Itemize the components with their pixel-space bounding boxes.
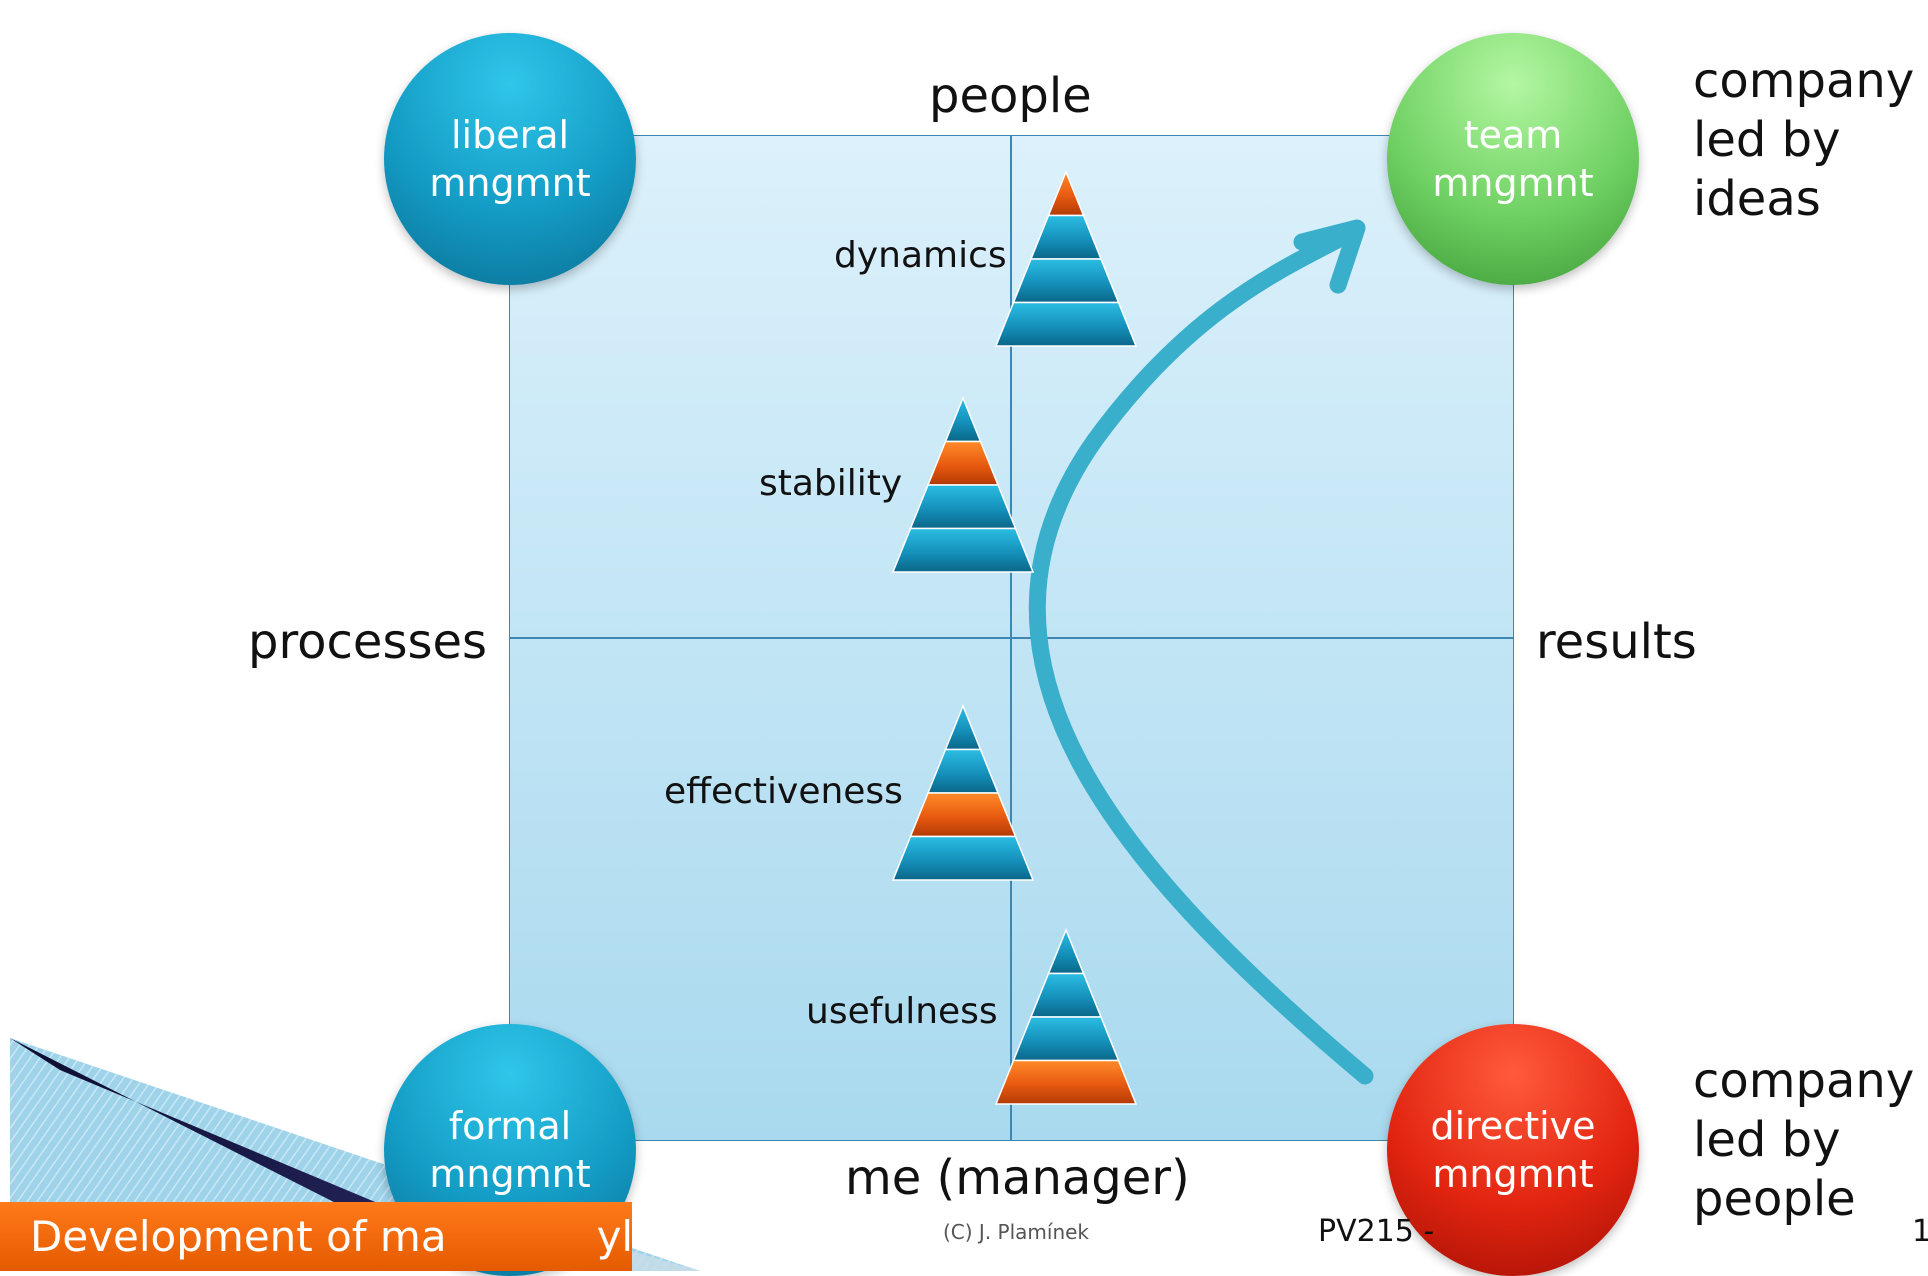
pyramid-level-2 [926, 748, 1000, 794]
pyramid-level-4 [891, 527, 1035, 573]
note-company-led-by-ideas: company led by ideas [1693, 52, 1914, 229]
note-line: company [1693, 1053, 1915, 1109]
pyramid-level-4 [891, 835, 1035, 881]
footer-page-number: 1 [1912, 1214, 1928, 1249]
circle-line1: team [1463, 113, 1563, 157]
pyramid-level-3 [909, 792, 1017, 838]
footer-author: (C) J. Plamínek [943, 1220, 1090, 1244]
slide-title: Development of ma [30, 1212, 447, 1261]
pyramid-level-4 [994, 1059, 1138, 1105]
note-line: led by [1693, 112, 1841, 168]
axis-label-top: people [929, 68, 1092, 124]
note-line: company [1693, 53, 1915, 109]
pyramid-label-stability: stability [759, 463, 903, 504]
pyramid-level-1 [1047, 169, 1085, 217]
circle-line1: liberal [450, 113, 570, 157]
pyramid-label-dynamics: dynamics [834, 235, 1007, 276]
horizontal-axis-line [509, 637, 1514, 639]
slide-title-tail: yle [596, 1212, 632, 1261]
pyramid-level-1 [1047, 927, 1085, 975]
pyramid-label-usefulness: usefulness [806, 991, 998, 1032]
circle-line2: mngmnt [1432, 161, 1594, 205]
circle-line2: mngmnt [429, 161, 591, 205]
circle-line2: mngmnt [1432, 1152, 1594, 1196]
pyramid-dynamics [994, 169, 1138, 347]
circle-team-management: team mngmnt [1387, 33, 1639, 285]
note-company-led-by-people: company led by people [1693, 1052, 1914, 1229]
note-line: people [1693, 1171, 1856, 1227]
pyramid-usefulness [994, 927, 1138, 1105]
slide-title-bar: Development of ma yle [0, 1202, 632, 1271]
axis-label-bottom: me (manager) [845, 1150, 1190, 1206]
circle-line1: directive [1430, 1104, 1596, 1148]
axis-label-right: results [1536, 614, 1697, 670]
pyramid-effectiveness [891, 703, 1035, 881]
pyramid-level-3 [909, 484, 1017, 530]
circle-line2: mngmnt [429, 1152, 591, 1196]
footer-course: PV215 - [1318, 1214, 1435, 1249]
pyramid-level-2 [926, 440, 1000, 486]
pyramid-stability [891, 395, 1035, 573]
pyramid-level-4 [994, 301, 1138, 347]
pyramid-level-3 [1012, 258, 1120, 304]
pyramid-level-1 [944, 703, 982, 751]
circle-line1: formal [448, 1104, 572, 1148]
axis-label-left: processes [248, 614, 487, 670]
pyramid-level-2 [1029, 214, 1103, 260]
pyramid-label-effectiveness: effectiveness [664, 771, 903, 812]
note-line: ideas [1693, 171, 1821, 227]
circle-directive-management: directive mngmnt [1387, 1024, 1639, 1276]
pyramid-level-2 [1029, 972, 1103, 1018]
pyramid-level-1 [944, 395, 982, 443]
note-line: led by [1693, 1112, 1841, 1168]
pyramid-level-3 [1012, 1016, 1120, 1062]
circle-liberal-management: liberal mngmnt [384, 33, 636, 285]
